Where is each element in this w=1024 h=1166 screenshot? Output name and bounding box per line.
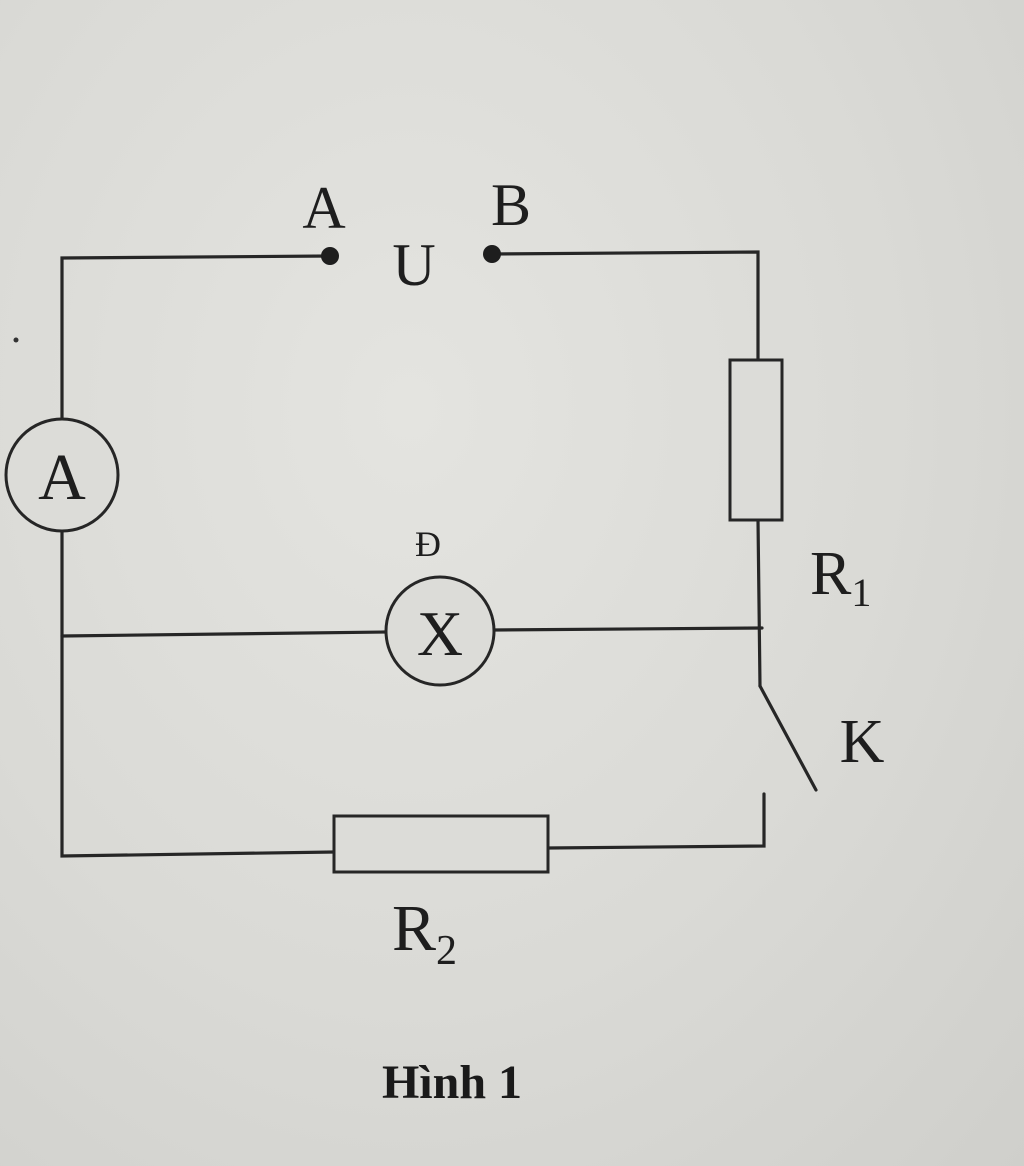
wire-top-right (490, 250, 760, 362)
wire-left-lower (60, 530, 336, 858)
lamp-symbol: X (417, 598, 463, 669)
r2-label: R2 (392, 892, 457, 974)
resistor-r1 (728, 358, 784, 522)
switch-k-blade (758, 684, 818, 792)
switch-k-label: K (840, 708, 885, 776)
r2-subscript: 2 (436, 928, 457, 974)
wire-top-left (60, 254, 332, 420)
r1-subscript: 1 (851, 570, 871, 615)
ammeter (4, 417, 120, 533)
r1-letter: R (810, 540, 852, 608)
voltage-label: U (392, 232, 435, 298)
terminal-a-label: A (302, 175, 345, 241)
terminal-a (321, 247, 339, 265)
figure-caption: Hình 1 (382, 1056, 522, 1109)
lamp-label: Đ (415, 524, 441, 564)
ammeter-symbol: A (38, 441, 86, 514)
lamp (384, 575, 496, 687)
wire-lamp-left (60, 630, 388, 638)
resistor-r2 (332, 814, 550, 874)
terminal-b-label: B (491, 172, 531, 238)
r1-label: R1 (810, 540, 871, 615)
wire-right-mid (756, 518, 762, 688)
wire-lamp-right (492, 626, 764, 632)
terminal-b (483, 245, 501, 263)
wire-bottom-right (546, 792, 766, 850)
stray-dot (13, 337, 19, 343)
r2-letter: R (392, 892, 436, 965)
